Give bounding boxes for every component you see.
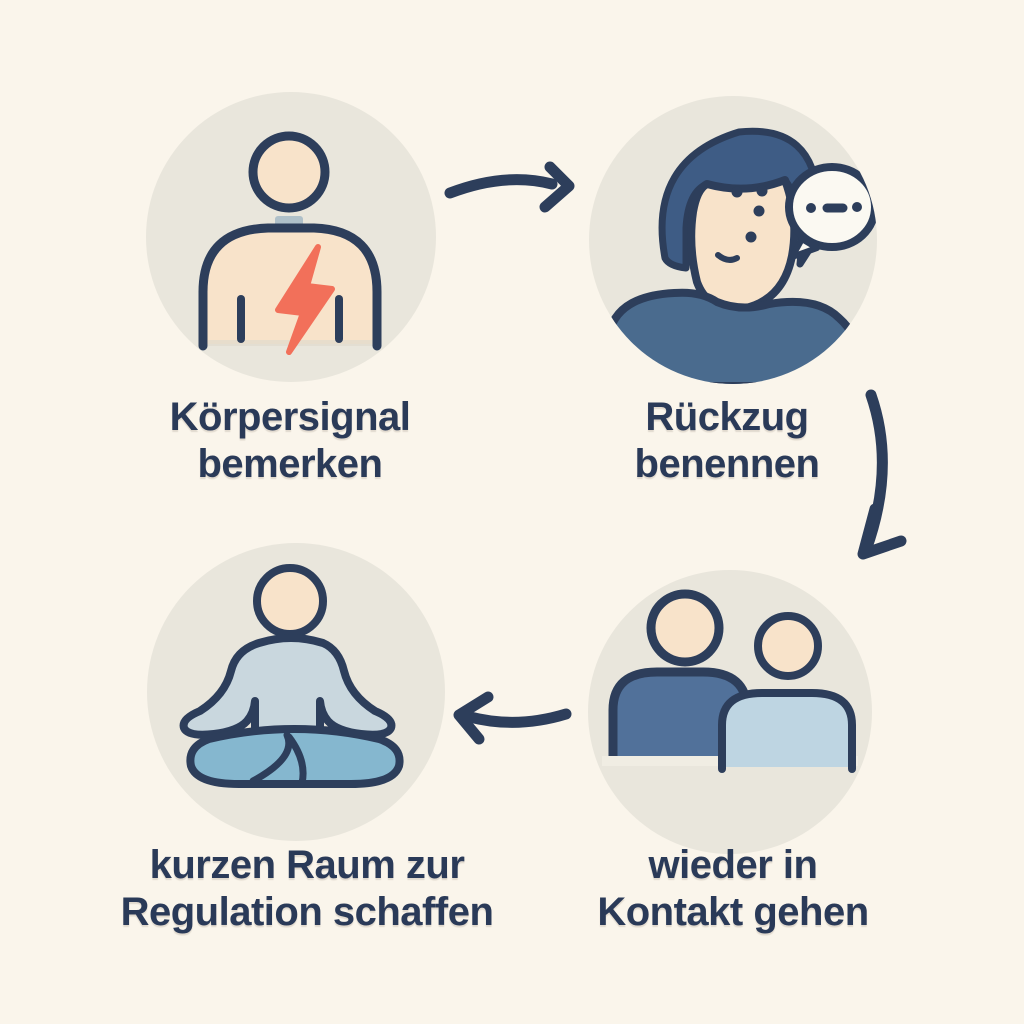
head	[253, 564, 327, 638]
torso-and-arms	[179, 634, 396, 739]
step-circle-rueckzug	[589, 96, 877, 384]
label-line: kurzen Raum zur	[149, 843, 465, 887]
bubble-dot	[852, 202, 862, 212]
head	[248, 131, 330, 213]
label-line: Regulation schaffen	[120, 890, 494, 935]
step-label-regulation: kurzen Raum zur Regulation schaffen	[107, 842, 507, 936]
label-line: Körpersignal	[169, 395, 411, 439]
two-people-icon	[602, 589, 858, 773]
label-line: bemerken	[197, 442, 383, 487]
body-front-person-fill	[613, 672, 747, 757]
label-line: Kontakt gehen	[597, 890, 869, 935]
curved-arrow-left-icon	[445, 685, 575, 745]
person-speech-bubble-icon	[599, 127, 877, 384]
mouth	[715, 252, 740, 263]
label-line: Rückzug	[645, 395, 809, 439]
label-line: benennen	[634, 442, 820, 487]
head-front-person	[646, 589, 724, 667]
curved-arrow-right-icon	[440, 160, 585, 220]
shirt	[599, 288, 869, 384]
speech-bubble-tail	[789, 236, 820, 260]
body-back-person-outline	[718, 689, 856, 773]
lightning-bolt-icon	[275, 244, 335, 355]
person-lightning-bolt-icon	[198, 131, 382, 355]
leg-fold-line	[285, 733, 307, 787]
bubble-dot	[806, 203, 816, 213]
step-circle-kontakt	[588, 570, 872, 854]
face	[687, 176, 799, 314]
body-back-person-fill	[722, 693, 852, 767]
step-label-koerpersignal: Körpersignal bemerken	[90, 394, 490, 488]
step-circle-koerpersignal	[146, 92, 436, 382]
eye-dot	[756, 185, 768, 197]
face-dot	[753, 205, 765, 217]
step-label-rueckzug: Rückzug benennen	[527, 394, 927, 488]
curved-arrow-down-icon	[840, 385, 910, 570]
label-line: wieder in	[648, 843, 818, 887]
face-dot	[745, 231, 757, 243]
head-back-person	[754, 612, 822, 680]
torso-outline	[198, 223, 382, 351]
step-circle-regulation	[147, 543, 445, 841]
hair	[658, 127, 822, 272]
step-label-kontakt: wieder in Kontakt gehen	[533, 842, 933, 936]
crossed-legs	[186, 725, 404, 788]
eye-dot	[731, 186, 743, 198]
meditating-person-icon	[179, 564, 404, 788]
